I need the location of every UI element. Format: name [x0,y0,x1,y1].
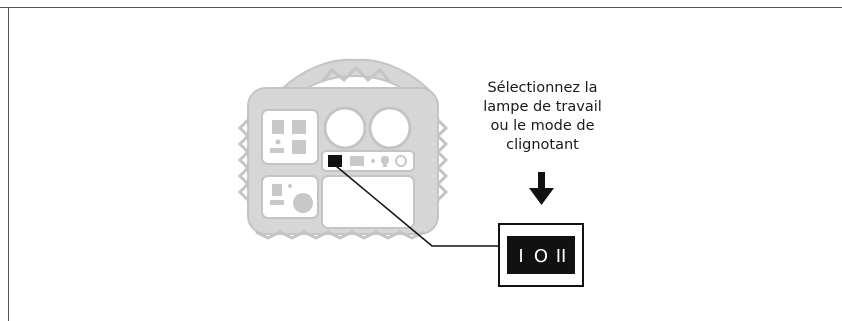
gauge-right [368,106,412,150]
storage-compartment [321,175,415,229]
gauge-left [323,106,367,150]
device-base-ridge [255,230,425,240]
callout-line: lampe de travail [483,99,602,115]
control-dot [371,159,375,163]
switch-label-i: I [518,246,523,267]
handle-grip [320,65,392,83]
switch-label-ii: II [556,246,567,267]
rocker-switch [507,236,575,274]
switch-position-labels: I O II [518,246,566,267]
ac-outlet-slot [292,140,306,154]
frame-left-rule [8,7,9,321]
ac-outlet-slot [272,120,284,134]
light-switch-location [328,155,342,167]
callout-caption: Sélectionnez la lampe de travail ou le m… [460,79,625,155]
device-side-grips [237,118,251,202]
control-strip [321,150,415,172]
switch-label-o: O [534,246,548,267]
leader-line [335,165,500,247]
dc-outlet-slot [270,200,284,205]
usb-port [395,155,407,167]
ac-indicator [275,139,281,145]
frame-top-rule [0,7,842,8]
control-button [350,156,364,166]
callout-line: clignotant [506,137,579,153]
ac-outlet-slot [270,148,284,153]
jump-starter-device [237,58,449,240]
callout-line: Sélectionnez la [487,80,598,96]
down-arrow-icon [529,172,554,205]
dc-socket [293,193,313,213]
ac-outlet-slot [292,120,306,134]
dc-indicator [288,184,292,188]
callout-line: ou le mode de [490,118,595,134]
device-side-grips-right [435,118,449,202]
dc-outlet-slot [272,184,282,196]
bulb-icon [380,156,390,167]
ac-outlet-panel [261,109,319,165]
